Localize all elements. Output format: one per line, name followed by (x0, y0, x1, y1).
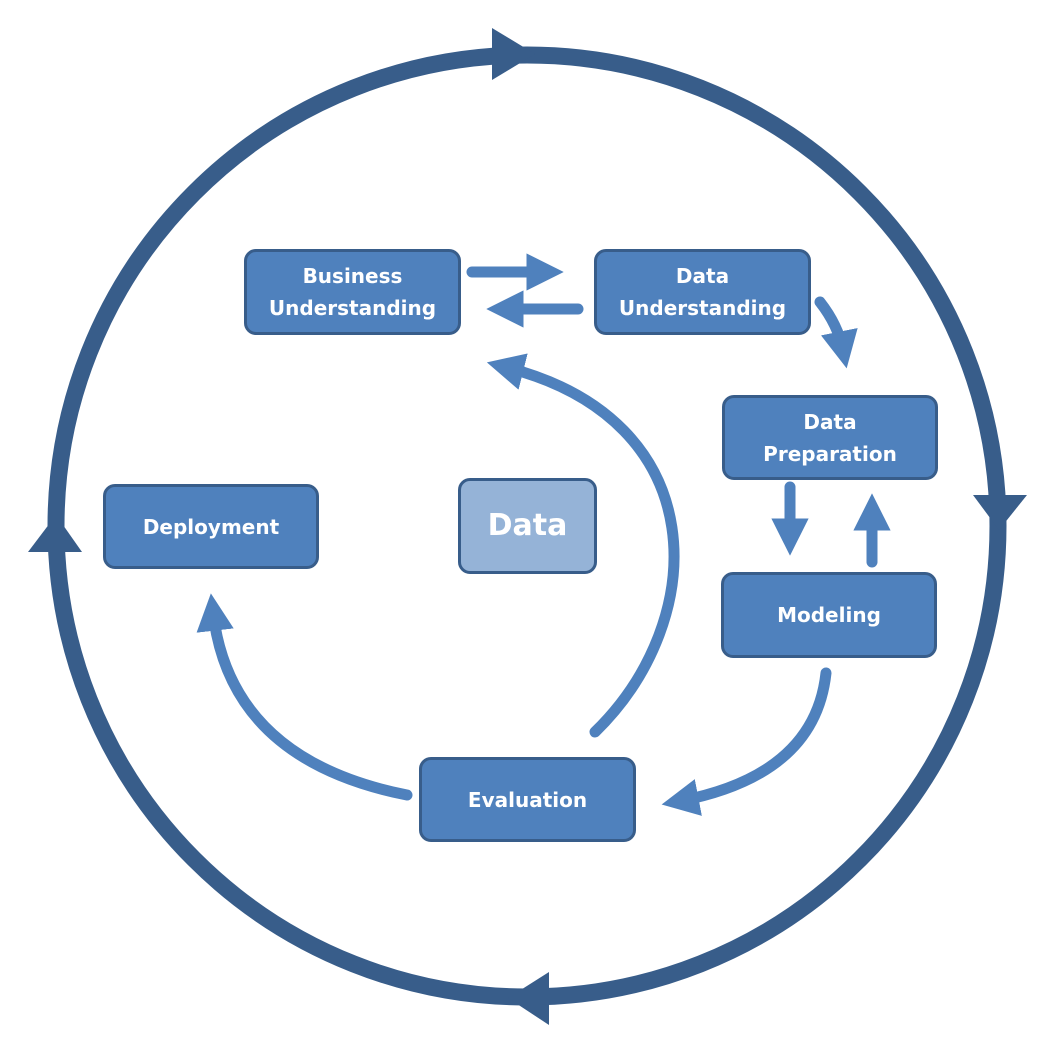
phase-data-understanding[interactable]: Data Understanding (594, 249, 811, 335)
phase-evaluation[interactable]: Evaluation (419, 757, 636, 842)
arrow-data-understanding-to-preparation (814, 296, 858, 369)
phase-data-preparation[interactable]: Data Preparation (722, 395, 938, 480)
outer-arrowhead-top (492, 28, 535, 80)
arrow-modeling-to-evaluation (661, 667, 832, 816)
arrow-evaluation-to-deployment (196, 593, 413, 801)
outer-arrowhead-left (28, 515, 82, 552)
center-data-box[interactable]: Data (458, 478, 597, 574)
phase-business-understanding[interactable]: Business Understanding (244, 249, 461, 335)
phase-deployment[interactable]: Deployment (103, 484, 319, 569)
arrow-evaluation-to-business (486, 353, 680, 738)
outer-arrowhead-right (973, 495, 1027, 530)
phase-modeling[interactable]: Modeling (721, 572, 937, 658)
outer-arrowhead-bottom (508, 972, 549, 1025)
